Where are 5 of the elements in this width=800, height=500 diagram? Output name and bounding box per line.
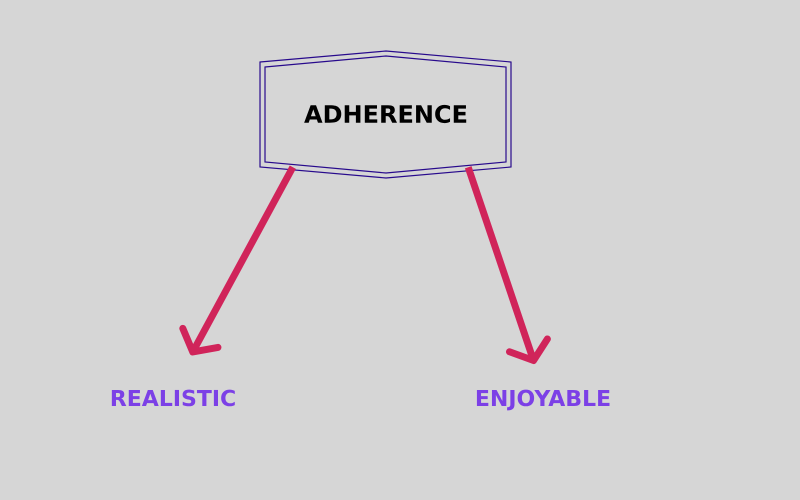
arrow	[464, 166, 551, 364]
word-label: ENJOYABLE	[476, 390, 610, 410]
word-label: REALISTIC	[112, 390, 235, 406]
arrow	[179, 166, 296, 356]
hexagon-box: ADHERENCE	[259, 50, 512, 179]
